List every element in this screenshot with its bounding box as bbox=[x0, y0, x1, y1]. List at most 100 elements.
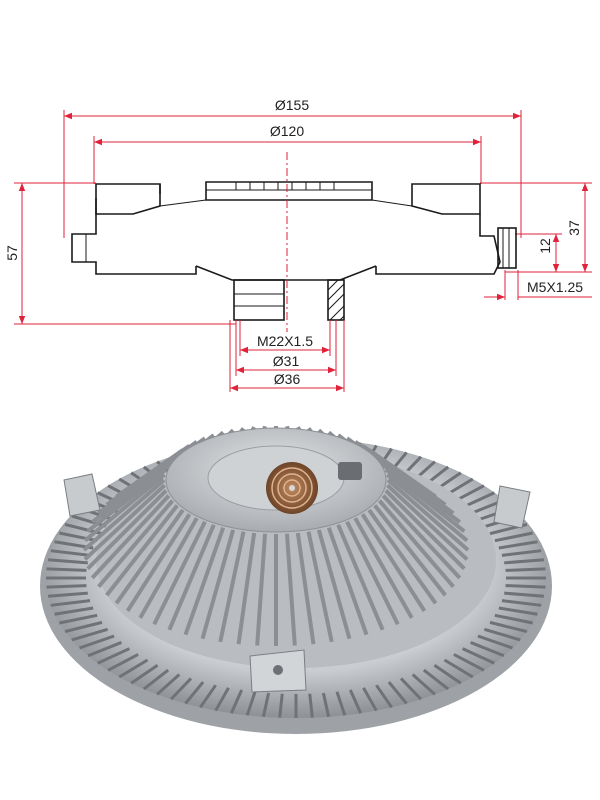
outer-fin bbox=[489, 620, 528, 634]
inner-fin-ring bbox=[82, 425, 470, 646]
inner-fin bbox=[83, 483, 166, 561]
outer-fin bbox=[278, 693, 284, 718]
outer-fin bbox=[433, 663, 462, 685]
dimension-hub-diameter-small: Ø31 bbox=[235, 320, 337, 376]
inner-fin bbox=[86, 489, 168, 571]
inner-fin bbox=[90, 494, 171, 580]
outer-fin bbox=[245, 691, 257, 716]
outer-fin bbox=[169, 677, 193, 701]
flange-diameter-label: Ø120 bbox=[270, 123, 304, 139]
inner-fin bbox=[105, 504, 179, 597]
inner-fin bbox=[377, 499, 455, 589]
inner-fin bbox=[255, 533, 268, 646]
outer-fin bbox=[498, 540, 538, 550]
outer-fin bbox=[97, 647, 131, 665]
outer-fin bbox=[184, 681, 205, 705]
clutch-cross-section bbox=[71, 152, 517, 332]
inner-fin bbox=[138, 517, 199, 619]
hub-thread-label: M22X1.5 bbox=[257, 333, 313, 349]
inner-fin bbox=[167, 524, 216, 631]
inner-fin bbox=[386, 478, 470, 552]
outer-fin bbox=[470, 641, 505, 658]
bimetal-spring bbox=[266, 462, 362, 514]
outer-fin bbox=[118, 658, 149, 679]
outer-fin bbox=[142, 668, 170, 691]
outer-fin bbox=[261, 692, 271, 718]
inner-fin bbox=[284, 533, 297, 646]
outer-fin bbox=[71, 627, 109, 642]
outer-fin bbox=[494, 613, 534, 625]
inner-fin bbox=[82, 478, 166, 552]
inner-fin bbox=[306, 531, 334, 643]
inner-fin bbox=[381, 494, 462, 580]
outer-fin bbox=[107, 653, 139, 672]
mounting-tab-right bbox=[493, 485, 531, 529]
inner-fin bbox=[200, 529, 236, 640]
outer-fin bbox=[505, 584, 546, 589]
inner-fin bbox=[326, 526, 369, 636]
outer-fin bbox=[79, 634, 115, 650]
outer-fin bbox=[505, 567, 546, 572]
outer-fin bbox=[504, 591, 544, 598]
outer-fin bbox=[87, 641, 122, 658]
outer-fin bbox=[156, 673, 181, 696]
inner-fin bbox=[378, 457, 455, 515]
inner-fin bbox=[353, 517, 414, 619]
outer-fin bbox=[477, 634, 513, 650]
outer-fin bbox=[399, 677, 423, 701]
outer-fin bbox=[443, 658, 474, 679]
dimension-outer-diameter: Ø155 bbox=[63, 97, 522, 238]
dimension-stud-offset: 12 bbox=[515, 233, 562, 272]
hub-diameter-small-label: Ø31 bbox=[273, 353, 300, 369]
outer-fin bbox=[422, 668, 450, 691]
outer-fin bbox=[453, 653, 485, 672]
outer-fin bbox=[494, 531, 534, 543]
dimension-hub-thread: M22X1.5 bbox=[239, 320, 331, 356]
inner-fin bbox=[114, 508, 185, 605]
inner-fin bbox=[381, 462, 461, 524]
inner-fin bbox=[183, 526, 226, 636]
outer-fin bbox=[321, 692, 331, 718]
inner-fin bbox=[360, 513, 427, 612]
inner-fin bbox=[218, 531, 246, 643]
inner-fin bbox=[236, 532, 257, 645]
stud-offset-label: 12 bbox=[537, 238, 553, 254]
hub-diameter-large-label: Ø36 bbox=[274, 371, 301, 387]
inner-fin bbox=[373, 504, 447, 597]
outer-fin bbox=[48, 591, 88, 598]
dimension-flange-height: 37 bbox=[480, 182, 592, 273]
outer-diameter-label: Ø155 bbox=[275, 97, 309, 113]
outer-fin bbox=[387, 681, 408, 705]
dimension-flange-diameter: Ø120 bbox=[93, 123, 482, 184]
outer-fin bbox=[58, 531, 98, 543]
outer-fin bbox=[501, 599, 542, 607]
outer-fin bbox=[483, 627, 521, 642]
stud-thread-label: M5X1.25 bbox=[527, 279, 583, 295]
inner-fin bbox=[295, 532, 316, 645]
outer-fin bbox=[130, 663, 159, 685]
outer-fin bbox=[46, 567, 87, 572]
outer-fin bbox=[50, 599, 91, 607]
inner-fin bbox=[97, 499, 175, 589]
dimension-total-height: 57 bbox=[4, 182, 236, 325]
inner-fin bbox=[86, 467, 168, 533]
inner-fin bbox=[384, 489, 466, 571]
inner-fin bbox=[384, 467, 466, 533]
outer-fin bbox=[64, 620, 103, 634]
outer-fin bbox=[461, 647, 495, 665]
technical-drawing: Ø155 Ø120 57 37 12 bbox=[4, 97, 592, 392]
inner-fin bbox=[336, 524, 385, 631]
inner-fin bbox=[125, 513, 192, 612]
outer-fin bbox=[54, 606, 94, 616]
outer-fin bbox=[375, 684, 393, 709]
inner-fin bbox=[386, 473, 469, 543]
outer-fin bbox=[411, 673, 436, 696]
inner-fin bbox=[83, 473, 166, 543]
outer-fin bbox=[308, 693, 314, 718]
outer-fin bbox=[335, 691, 347, 716]
dimension-stud-thread: M5X1.25 bbox=[484, 270, 592, 301]
outer-fin bbox=[48, 558, 88, 565]
fan-clutch-product-image bbox=[40, 425, 552, 734]
inner-fin bbox=[386, 483, 469, 561]
